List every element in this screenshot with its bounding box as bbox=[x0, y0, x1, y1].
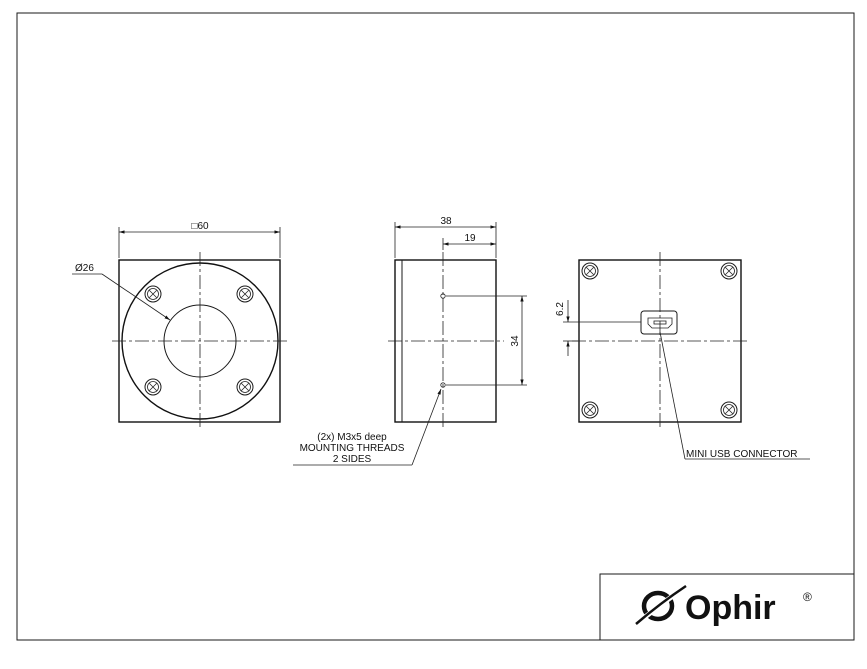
screw-icon bbox=[720, 401, 738, 419]
screw-icon bbox=[236, 285, 254, 303]
logo-box bbox=[599, 573, 855, 641]
half-depth-dimension-label: 19 bbox=[464, 233, 476, 244]
thread-note-line-1: (2x) M3x5 deep bbox=[317, 432, 387, 443]
screw-icon bbox=[144, 285, 162, 303]
square-dimension-label: □60 bbox=[191, 221, 209, 232]
depth-dimension-label: 38 bbox=[440, 216, 452, 227]
rear-view: 6.2 MINI USB CONNECTOR bbox=[555, 252, 810, 460]
registered-mark: ® bbox=[803, 590, 812, 604]
usb-connector-icon bbox=[640, 310, 678, 335]
screw-icon bbox=[720, 262, 738, 280]
logo-text: Ophir bbox=[685, 589, 776, 627]
screw-icon bbox=[236, 378, 254, 396]
thread-hole bbox=[440, 293, 446, 299]
diameter-dimension-label: Ø26 bbox=[75, 263, 94, 274]
usb-connector-label: MINI USB CONNECTOR bbox=[686, 449, 798, 460]
drawing-border bbox=[16, 12, 855, 641]
front-view: □60 Ø26 bbox=[72, 221, 288, 430]
screw-icon bbox=[581, 262, 599, 280]
thread-note-line-2: MOUNTING THREADS bbox=[300, 443, 405, 454]
title-block: Ophir ® bbox=[599, 573, 855, 641]
thread-note-line-3: 2 SIDES bbox=[333, 454, 372, 465]
thread-hole bbox=[440, 382, 446, 388]
side-view: 38 19 34 (2x) M3x5 deep MOUNTING THREADS… bbox=[293, 216, 527, 466]
ophir-logo-icon bbox=[635, 584, 687, 625]
usb-offset-dimension-label: 6.2 bbox=[555, 302, 566, 316]
screw-icon bbox=[581, 401, 599, 419]
screw-icon bbox=[144, 378, 162, 396]
thread-spacing-dimension-label: 34 bbox=[510, 335, 521, 347]
